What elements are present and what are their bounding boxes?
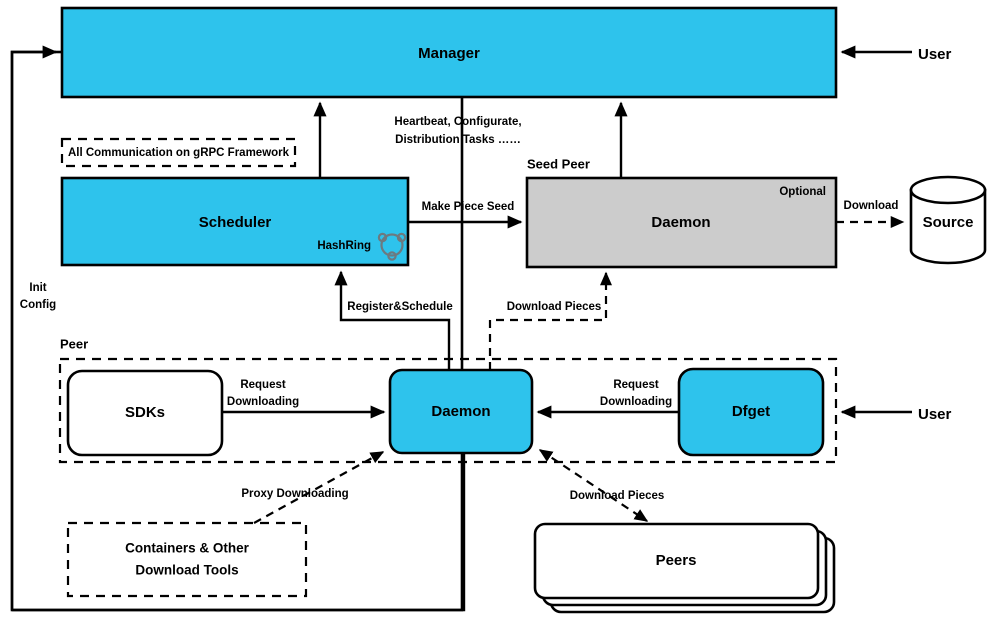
node-sdks[interactable]: SDKs	[66, 369, 224, 457]
request-downloading-dfget-line1: Request	[613, 379, 659, 391]
edge-init-config: Init Config	[10, 45, 58, 610]
proxy-downloading-arrow	[253, 451, 385, 524]
manager-label: Manager	[418, 45, 480, 62]
sdks-label: SDKs	[125, 404, 165, 421]
hashring-label: HashRing	[317, 240, 371, 252]
source-cylinder-body[interactable]	[909, 188, 987, 265]
hash-ring-icon	[377, 232, 407, 261]
edge-peerdaemon-to-peers: Download Pieces	[538, 449, 665, 522]
request-downloading-dfget-line2: Downloading	[600, 396, 672, 408]
scheduler-label: Scheduler	[199, 214, 272, 231]
edge-seedpeer-to-source: Download	[836, 200, 905, 229]
edge-scheduler-to-seedpeer: Make Piece Seed	[408, 201, 523, 229]
edge-seedpeer-to-manager: Heartbeat, Configurate, Distribution Tas…	[394, 101, 628, 178]
download-pieces-peers-arrow	[538, 449, 649, 522]
dfget-label: Dfget	[732, 403, 770, 420]
grpc-note-label: All Communication on gRPC Framework	[68, 147, 290, 159]
heartbeat-label-line1: Heartbeat, Configurate,	[394, 116, 521, 128]
proxy-downloading-label: Proxy Downloading	[241, 488, 348, 500]
peer-daemon-label: Daemon	[431, 403, 490, 420]
peer-group-label: Peer	[60, 336, 88, 351]
edge-peer-daemon-trunk	[12, 453, 466, 612]
heartbeat-label-line2: Distribution Tasks ……	[395, 134, 521, 146]
register-schedule-path	[334, 270, 451, 370]
register-schedule-label: Register&Schedule	[347, 301, 452, 313]
seed-peer-daemon-box[interactable]	[525, 176, 838, 269]
seed-peer-group-label: Seed Peer	[527, 156, 590, 171]
edge-containers-to-peerdaemon: Proxy Downloading	[241, 451, 385, 524]
request-downloading-sdk-line1: Request	[240, 379, 286, 391]
peer-daemon-trunk-path	[12, 453, 466, 612]
containers-box[interactable]	[66, 521, 308, 598]
node-containers[interactable]: Containers & Other Download Tools	[66, 521, 308, 598]
node-manager[interactable]: Manager	[60, 6, 838, 99]
grpc-note-box	[60, 137, 297, 168]
init-config-label-line1: Init	[29, 282, 46, 294]
edge-peerdaemon-to-scheduler: Register&Schedule	[334, 270, 453, 370]
download-pieces-seed-label: Download Pieces	[507, 301, 602, 313]
download-pieces-seed-path	[488, 271, 613, 370]
edge-user-to-manager: User	[840, 45, 952, 63]
user-bottom-label: User	[918, 406, 952, 423]
peer-daemon-box[interactable]	[388, 368, 534, 455]
peers-card-front[interactable]	[533, 522, 820, 600]
node-peers[interactable]: Peers	[533, 522, 836, 614]
optional-badge: Optional	[779, 186, 826, 198]
node-seed-peer-daemon[interactable]: Daemon Optional	[525, 176, 838, 269]
scheduler-box[interactable]	[60, 176, 410, 267]
containers-label-line2: Download Tools	[135, 563, 238, 578]
edge-peerdaemon-to-seedpeer: Download Pieces	[488, 271, 613, 370]
user-top-label: User	[918, 46, 952, 63]
node-peer-daemon[interactable]: Daemon	[388, 368, 534, 455]
edge-sdks-to-peerdaemon: Request Downloading	[222, 379, 386, 419]
node-scheduler[interactable]: Scheduler HashRing	[60, 176, 410, 267]
download-pieces-peers-label: Download Pieces	[570, 490, 665, 502]
init-config-path	[10, 45, 58, 610]
init-config-label-line2: Config	[20, 299, 56, 311]
manager-box[interactable]	[60, 6, 838, 99]
group-seed-peer: Seed Peer	[527, 156, 590, 171]
containers-label-line1: Containers & Other	[125, 541, 250, 556]
peers-label: Peers	[656, 552, 697, 569]
edge-dfget-to-peerdaemon: Request Downloading	[536, 379, 679, 419]
source-cylinder-top	[909, 175, 987, 205]
node-dfget[interactable]: Dfget	[677, 367, 825, 457]
note-grpc-framework: All Communication on gRPC Framework	[60, 137, 297, 168]
download-source-label: Download	[844, 200, 899, 212]
make-piece-seed-label: Make Piece Seed	[422, 201, 515, 213]
edge-user-to-peer: User	[840, 405, 952, 423]
node-source[interactable]: Source	[909, 175, 987, 265]
source-label: Source	[923, 214, 974, 231]
seed-peer-daemon-label: Daemon	[651, 214, 710, 231]
request-downloading-sdk-line2: Downloading	[227, 396, 299, 408]
